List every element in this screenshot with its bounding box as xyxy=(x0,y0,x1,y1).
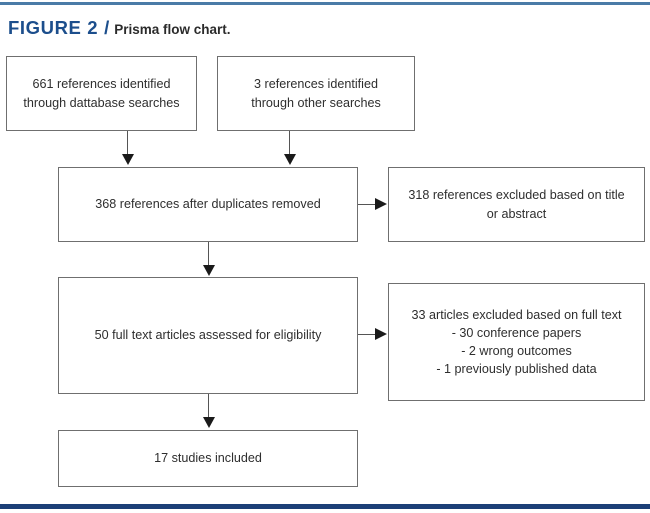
arrow-down-icon xyxy=(284,154,296,165)
connector-dupes-to-fulltext xyxy=(208,242,209,267)
flow-node-line: through other searches xyxy=(251,95,381,110)
flow-node-line: 368 references after duplicates removed xyxy=(95,197,321,212)
connector-dupes-to-excluded-title xyxy=(358,204,378,205)
flow-node-line: 318 references excluded based on title xyxy=(408,188,625,203)
arrow-down-icon xyxy=(203,417,215,428)
flow-node-excluded-title-abstract: 318 references excluded based on title o… xyxy=(388,167,645,242)
flow-node-line: 661 references identified xyxy=(32,77,171,92)
figure-separator: / xyxy=(104,17,110,38)
figure-title: FIGURE 2 / Prisma flow chart. xyxy=(8,17,231,39)
flow-node-line: - 2 wrong outcomes xyxy=(461,344,572,358)
top-rule xyxy=(0,2,650,5)
connector-fulltext-to-excluded-full xyxy=(358,334,378,335)
flow-node-studies-included: 17 studies included xyxy=(58,430,358,487)
connector-fulltext-to-included xyxy=(208,394,209,419)
arrow-down-icon xyxy=(203,265,215,276)
flow-node-fulltext-assessed: 50 full text articles assessed for eligi… xyxy=(58,277,358,394)
flow-node-identified-other: 3 references identified through other se… xyxy=(217,56,415,131)
flow-node-line: - 30 conference papers xyxy=(451,325,582,340)
flow-node-line: 33 articles excluded based on full text xyxy=(411,307,622,322)
connector-database-to-dupes xyxy=(127,131,128,156)
flow-node-line: 3 references identified xyxy=(254,77,378,92)
flow-node-line: or abstract xyxy=(486,206,547,221)
connector-other-to-dupes xyxy=(289,131,290,156)
figure-number: FIGURE 2 xyxy=(8,17,99,38)
flow-node-identified-database: 661 references identified through dattab… xyxy=(6,56,197,131)
arrow-down-icon xyxy=(122,154,134,165)
arrow-right-icon xyxy=(375,198,387,210)
flow-node-after-duplicates-removed: 368 references after duplicates removed xyxy=(58,167,358,242)
bottom-rule xyxy=(0,504,650,509)
flow-node-line: 17 studies included xyxy=(154,451,262,466)
flow-node-line: 50 full text articles assessed for eligi… xyxy=(94,328,322,343)
figure-caption: Prisma flow chart. xyxy=(114,22,231,37)
flow-node-excluded-fulltext: 33 articles excluded based on full text … xyxy=(388,283,645,401)
flow-node-line: - 1 previously published data xyxy=(436,362,597,377)
flow-node-line: through dattabase searches xyxy=(23,95,180,110)
arrow-right-icon xyxy=(375,328,387,340)
